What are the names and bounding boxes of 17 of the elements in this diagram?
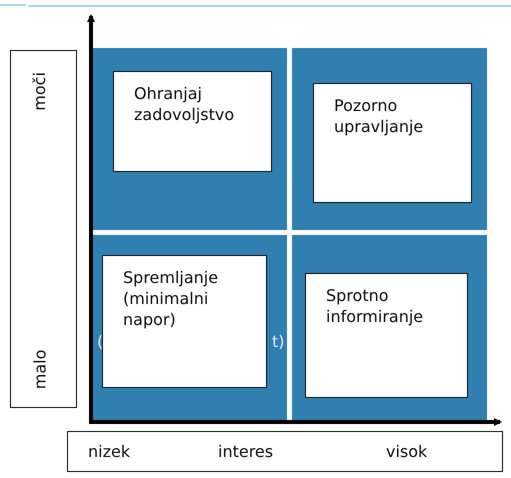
quadrant-label: Sprotno informiranje: [326, 286, 424, 328]
axis-label-box: [10, 50, 77, 408]
quadrant-label: Ohranjaj zadovoljstvo: [134, 84, 236, 126]
axis-label: moči: [30, 72, 50, 111]
quadrant-label: Pozorno upravljanje: [334, 96, 424, 138]
axis-label: nizek: [88, 442, 130, 463]
axis-label: malo: [30, 350, 50, 390]
axis-label: visok: [386, 442, 428, 463]
quadrant-label-box: [102, 255, 267, 388]
axis-label-box: [67, 431, 503, 472]
axis-label: interes: [218, 442, 274, 463]
quadrant-label-box: [305, 273, 468, 398]
quadrant-label: Spremljanje (minimalni napor): [123, 268, 220, 330]
quadrant-label-box: [313, 83, 472, 203]
fragment-text: t): [272, 332, 285, 351]
fragment-text: (: [97, 332, 104, 351]
quadrant-label-box: [113, 71, 272, 172]
